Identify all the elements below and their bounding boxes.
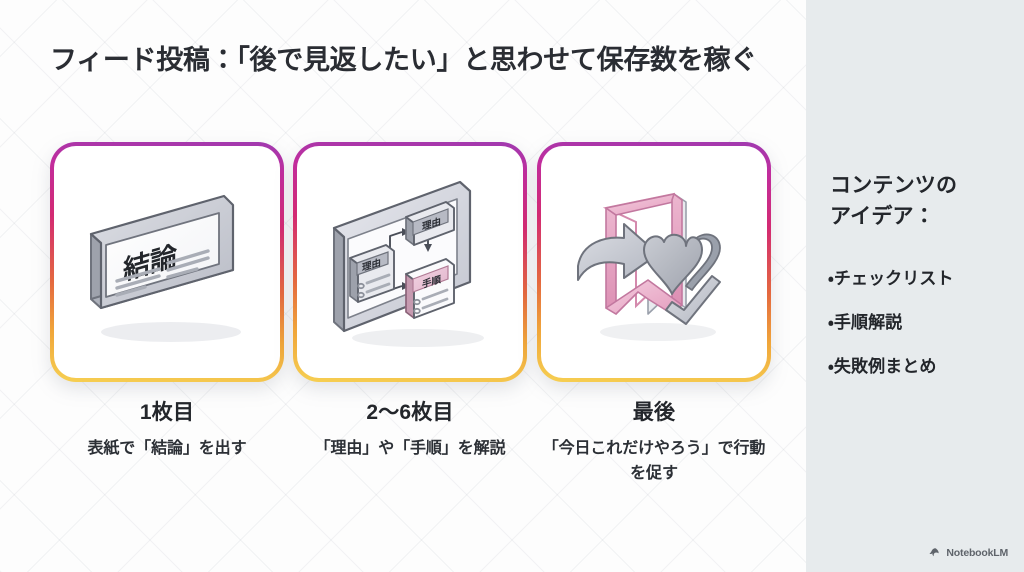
card-gradient-frame: 理由	[293, 142, 527, 382]
card-caption: 2〜6枚目 「理由」や「手順」を解説	[293, 400, 527, 462]
card-gradient-frame: 結論	[50, 142, 284, 382]
step-card-3: 最後 「今日これだけやろう」で行動を促す	[537, 142, 771, 482]
list-item: ・失敗例まとめ	[828, 357, 937, 377]
card-step-label: 2〜6枚目	[366, 401, 454, 424]
step-card-1: 結論	[50, 142, 284, 457]
card-step-label: 最後	[632, 401, 676, 424]
card-description: 「今日これだけやろう」で行動を促す	[542, 440, 766, 482]
isometric-bookmark-heart-check-illustration	[577, 192, 721, 341]
card-inner: 理由	[297, 146, 523, 378]
isometric-slide-conclusion-illustration: 結論	[89, 194, 241, 342]
step-cards-row: 結論	[50, 142, 780, 482]
list-item: ・手順解説	[828, 313, 903, 333]
content-ideas-list: ・チェックリスト ・手順解説 ・失敗例まとめ	[828, 268, 1024, 400]
card-gradient-frame	[537, 142, 771, 382]
page-title: フィード投稿：「後で見返したい」と思わせて保存数を稼ぐ	[50, 45, 757, 75]
list-item: ・チェックリスト	[828, 269, 954, 288]
notebooklm-watermark: NotebookLM	[929, 547, 1008, 559]
card-inner: 結論	[54, 146, 280, 378]
card-step-label: 1枚目	[139, 401, 195, 424]
step-card-2: 理由	[293, 142, 527, 457]
card-description: 「理由」や「手順」を解説	[314, 440, 506, 458]
isometric-flow-cards-illustration: 理由	[332, 180, 484, 347]
card-caption: 1枚目 表紙で「結論」を出す	[50, 400, 284, 462]
card-inner	[541, 146, 767, 378]
watermark-label: NotebookLM	[946, 547, 1008, 559]
card-description: 表紙で「結論」を出す	[87, 440, 247, 458]
content-ideas-panel: コンテンツの アイデア： ・チェックリスト ・手順解説 ・失敗例まとめ	[806, 0, 1024, 572]
card-caption: 最後 「今日これだけやろう」で行動を促す	[537, 400, 771, 487]
content-ideas-heading: コンテンツの アイデア：	[830, 174, 958, 229]
notebooklm-logo-icon	[929, 548, 940, 557]
